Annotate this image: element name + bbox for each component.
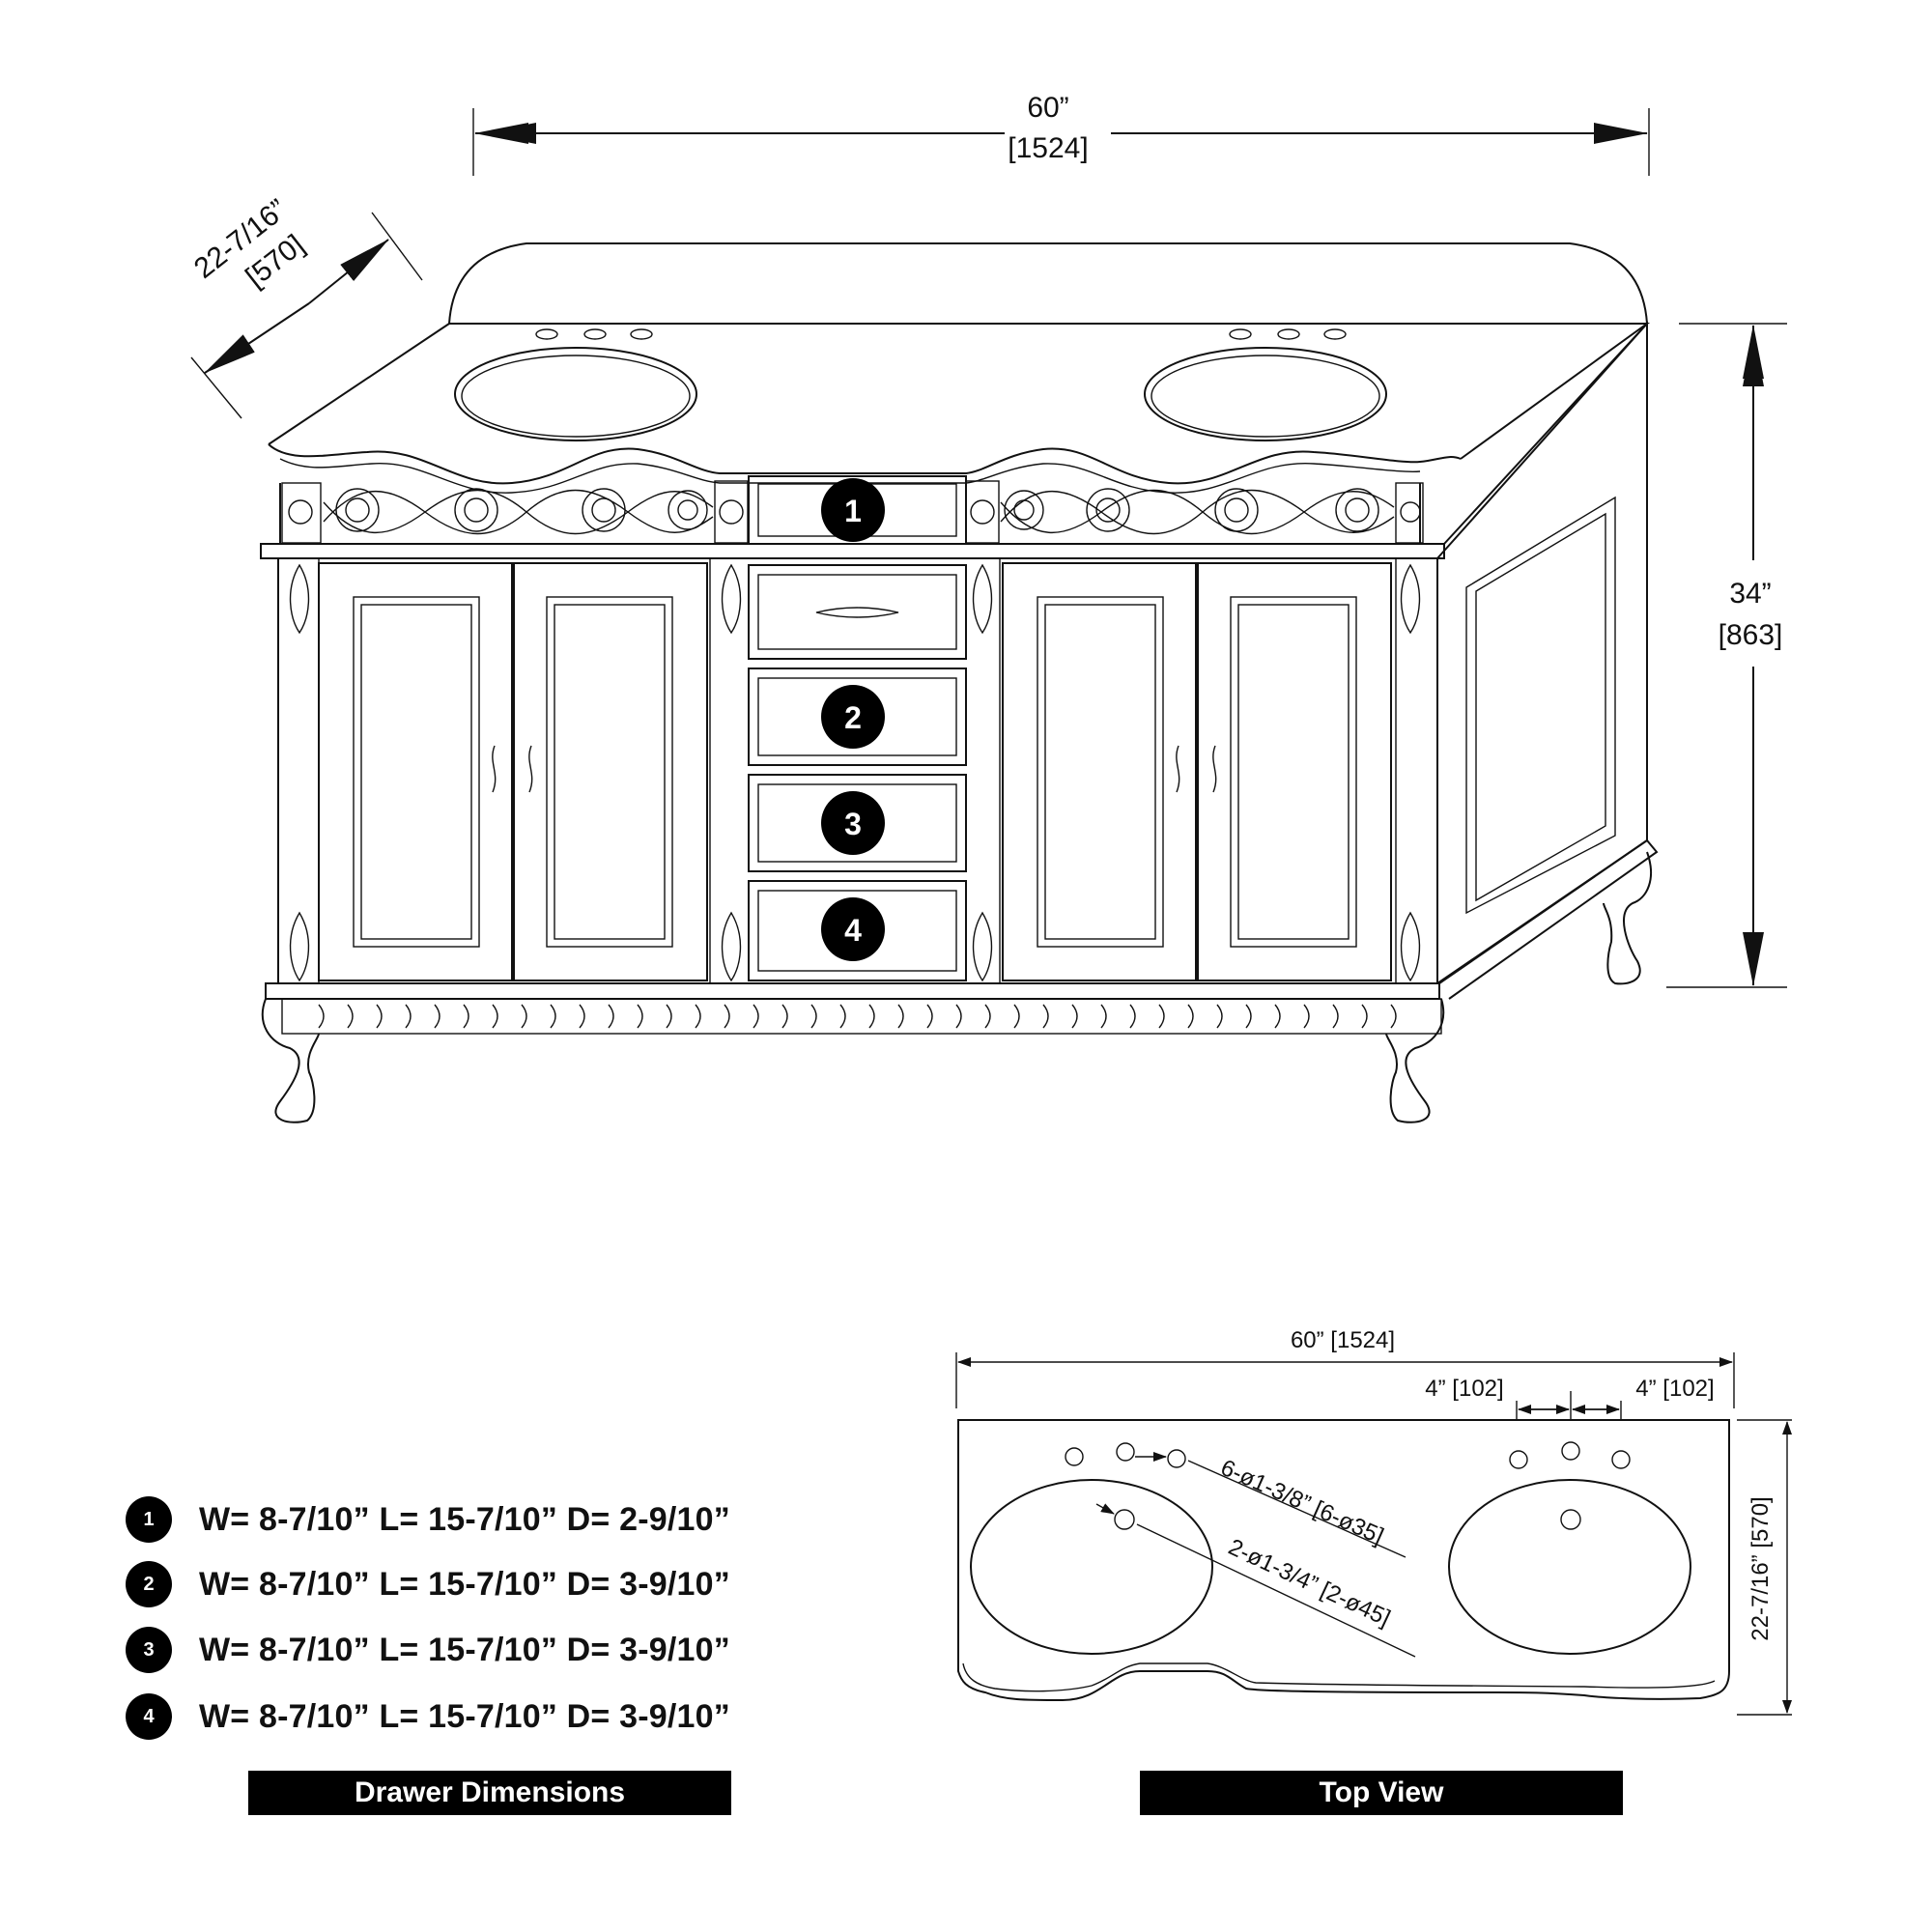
top-faucet-holes [1065, 1441, 1631, 1469]
spec-text-1: W= 8-7/10” L= 15-7/10” D= 2-9/10” [199, 1500, 730, 1538]
left-sink [454, 347, 697, 441]
badge-3: 3 [844, 807, 862, 841]
height-inches: 34” [1729, 578, 1771, 610]
drawer-dimensions-label: Drawer Dimensions [248, 1771, 731, 1815]
drawer-3 [748, 774, 967, 872]
right-sink [1144, 347, 1387, 441]
leaf-carvings [289, 563, 1421, 982]
spec-badge-4: 4 [126, 1693, 172, 1740]
drawer-4 [748, 880, 967, 981]
top-view-label: Top View [1140, 1771, 1623, 1815]
spec-badge-3: 3 [126, 1627, 172, 1673]
backsplash [448, 242, 1648, 325]
faucet-holes-left [535, 328, 653, 340]
badge-2: 2 [844, 700, 862, 735]
drawer-spec-row-4: 4 W= 8-7/10” L= 15-7/10” D= 3-9/10” [126, 1692, 730, 1741]
top-view: 60” [1524] 4” [102] 4” [102] [955, 1327, 1792, 1716]
spec-text-4: W= 8-7/10” L= 15-7/10” D= 3-9/10” [199, 1697, 730, 1735]
width-mm: [1524] [1008, 132, 1088, 164]
top-view-outline [957, 1419, 1730, 1702]
small-holes-label: 6-ø1-3/8” [6-ø35] [1217, 1455, 1388, 1549]
cabinet-ledge [260, 543, 1445, 559]
skirt-beading [318, 1004, 1397, 1029]
depth-dimension: 22-7/16” [570] [188, 193, 423, 419]
drawer-spec-row-1: 1 W= 8-7/10” L= 15-7/10” D= 2-9/10” [126, 1495, 730, 1544]
drawer-pull [815, 607, 899, 618]
side-panel [1465, 496, 1616, 915]
right-doors [1002, 562, 1392, 981]
spacing-left-label: 4” [102] [1425, 1376, 1503, 1402]
spec-badge-2: 2 [126, 1561, 172, 1607]
spacing-right-label: 4” [102] [1635, 1376, 1714, 1402]
top-width-label: 60” [1524] [1291, 1327, 1395, 1353]
cabinet-legs [261, 851, 1652, 1123]
left-drain-hole [1114, 1509, 1135, 1530]
large-hole-leader [1136, 1523, 1416, 1658]
drawer-badges: 1 2 3 4 [821, 478, 885, 961]
drawer-spec-row-2: 2 W= 8-7/10” L= 15-7/10” D= 3-9/10” [126, 1560, 730, 1608]
large-holes-label: 2-ø1-3/4” [2-ø45] [1224, 1534, 1394, 1632]
countertop-front-edge [268, 443, 1462, 485]
badge-1: 1 [844, 494, 862, 528]
width-dimension: 60” [1524] [472, 92, 1650, 176]
top-depth-label: 22-7/16” [570] [1747, 1496, 1774, 1640]
right-drain-hole [1560, 1509, 1581, 1530]
countertop-left-edge [268, 323, 450, 445]
spec-text-3: W= 8-7/10” L= 15-7/10” D= 3-9/10” [199, 1631, 730, 1668]
countertop-top [449, 323, 1651, 460]
carved-frieze [279, 480, 1424, 544]
front-view: 60” [1524] 22-7/16” [570] 34” [863] [188, 92, 1787, 1123]
carved-skirt [281, 998, 1442, 1035]
drawer-2 [748, 668, 967, 766]
left-doors [318, 562, 708, 981]
width-inches: 60” [1027, 92, 1068, 124]
top-right-sink [1448, 1479, 1691, 1655]
center-drawers [748, 564, 967, 981]
spec-badge-1: 1 [126, 1496, 172, 1543]
small-hole-leader [1187, 1460, 1406, 1558]
top-left-sink [970, 1479, 1213, 1655]
spec-text-2: W= 8-7/10” L= 15-7/10” D= 3-9/10” [199, 1565, 730, 1603]
height-mm: [863] [1719, 619, 1783, 651]
faucet-holes-right [1229, 328, 1347, 340]
drawer-spec-row-3: 3 W= 8-7/10” L= 15-7/10” D= 3-9/10” [126, 1626, 730, 1674]
height-dimension: 34” [863] [1666, 323, 1787, 988]
base-plinth [265, 982, 1440, 1000]
badge-4: 4 [844, 913, 862, 948]
